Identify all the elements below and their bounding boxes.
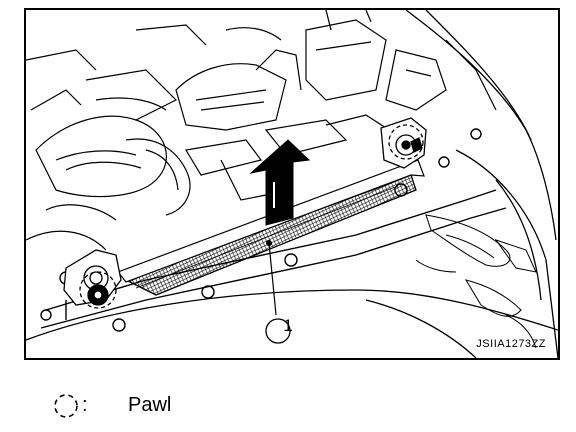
lift-direction-arrow bbox=[249, 139, 311, 226]
legend-separator: : bbox=[82, 394, 88, 416]
legend: : Pawl bbox=[52, 390, 352, 420]
figure-code: JSIIA1273ZZ bbox=[476, 338, 546, 350]
engine-components bbox=[26, 10, 497, 251]
legend-label: Pawl bbox=[128, 394, 172, 416]
engine-bay-illustration bbox=[26, 10, 558, 358]
pawl-symbol-icon bbox=[54, 394, 78, 418]
fender-details bbox=[415, 214, 537, 349]
left-pawl-clip bbox=[63, 249, 122, 309]
callout-number: 1 bbox=[283, 316, 293, 335]
callout-circle bbox=[265, 318, 291, 344]
callout-leader bbox=[265, 240, 291, 344]
right-pawl-clip bbox=[380, 117, 427, 169]
illustration-frame: 1 JSIIA1273ZZ bbox=[24, 8, 560, 360]
